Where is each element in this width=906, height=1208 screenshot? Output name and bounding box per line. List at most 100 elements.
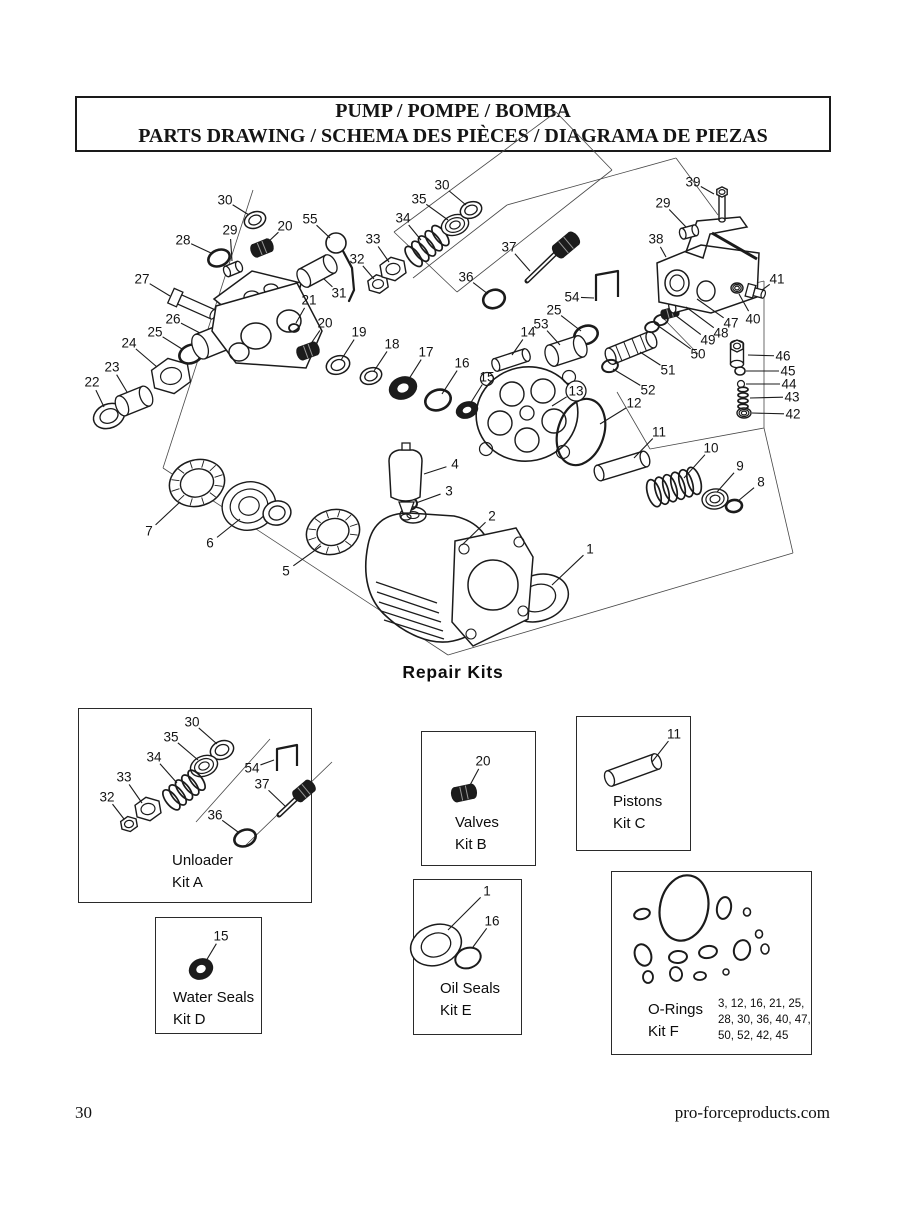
svg-text:47: 47 <box>723 316 738 331</box>
svg-text:39: 39 <box>685 175 700 190</box>
callout-17: 17 <box>406 345 434 383</box>
part-spring-49 <box>660 306 680 320</box>
callout-2: 2 <box>461 509 496 546</box>
part-washer-42 <box>736 407 752 419</box>
svg-text:18: 18 <box>384 337 399 352</box>
callout-33: 33 <box>365 232 390 263</box>
part-plate-ear <box>478 441 494 457</box>
callout-5: 5 <box>282 545 322 579</box>
svg-text:30: 30 <box>434 178 449 193</box>
svg-text:44: 44 <box>781 377 797 392</box>
part-clip-54 <box>594 269 620 301</box>
part-washer-40 <box>730 282 744 294</box>
svg-text:19: 19 <box>351 325 366 340</box>
part-handle-bar <box>711 231 758 261</box>
svg-text:51: 51 <box>660 363 675 378</box>
svg-text:14: 14 <box>520 325 536 340</box>
svg-text:12: 12 <box>626 396 641 411</box>
part-valve-20 <box>296 341 320 361</box>
callout-12: 12 <box>599 396 642 425</box>
part-head-body <box>211 282 323 369</box>
part-valve-20 <box>250 238 274 258</box>
kit-box-water-seals-d <box>155 917 262 1034</box>
callout-45: 45 <box>746 364 796 379</box>
svg-text:2: 2 <box>488 509 496 524</box>
part-o-ring-25 <box>573 324 599 346</box>
part-spring-10 <box>645 466 703 508</box>
callout-46: 46 <box>747 349 791 364</box>
part-capnut-33 <box>379 256 407 282</box>
callout-49: 49 <box>674 314 716 348</box>
part-o-ring-12 <box>555 397 607 467</box>
svg-text:36: 36 <box>458 270 473 285</box>
svg-text:27: 27 <box>134 272 149 287</box>
part-bolt-27 <box>166 287 217 320</box>
callout-35: 35 <box>411 192 449 221</box>
svg-text:37: 37 <box>501 240 516 255</box>
svg-text:29: 29 <box>655 196 670 211</box>
part-piston-14 <box>491 347 531 373</box>
part-washer-9 <box>701 488 729 510</box>
callout-36: 36 <box>458 270 489 295</box>
callout-24: 24 <box>121 336 158 368</box>
part-plug-29 <box>678 224 700 240</box>
part-plate-boss <box>499 381 525 407</box>
part-guide-48 <box>668 296 692 314</box>
kit-label-pistons: Pistons Kit C <box>613 793 663 832</box>
part-seal-15 <box>455 401 479 419</box>
callout-28: 28 <box>175 233 212 254</box>
callout-29: 29 <box>222 223 238 262</box>
callout-39: 39 <box>685 175 715 195</box>
svg-text:4: 4 <box>451 457 459 472</box>
svg-text:48: 48 <box>713 326 728 341</box>
part-valve-31 <box>296 254 338 288</box>
part-cap-22 <box>92 402 126 430</box>
part-crankcase-flange <box>451 527 534 647</box>
part-o-ring-50 <box>653 313 669 327</box>
part-manifold-port <box>664 269 690 297</box>
callout-41: 41 <box>761 272 785 291</box>
callout-48: 48 <box>685 306 729 341</box>
svg-text:34: 34 <box>395 211 411 226</box>
part-piston-pin-11 <box>593 450 651 482</box>
page-number: 30 <box>75 1103 92 1122</box>
part-ball-44 <box>736 379 746 389</box>
part-washer-19 <box>325 354 351 376</box>
callout-9: 9 <box>716 459 744 493</box>
part-crankcase-2 <box>364 512 493 643</box>
part-crankcase-boss <box>406 510 420 520</box>
svg-text:35: 35 <box>411 192 426 207</box>
part-flange-bore <box>467 559 519 611</box>
svg-text:25: 25 <box>546 303 561 318</box>
kit-box-pistons-c <box>576 716 691 851</box>
part-o-ring-25 <box>178 343 204 365</box>
part-o-ring-36 <box>481 288 507 310</box>
part-port-cylinder-26 <box>191 322 237 360</box>
callout-29: 29 <box>655 196 687 228</box>
part-thermal-valve-46 <box>729 339 745 369</box>
part-plate-boss <box>530 378 556 404</box>
title-line-1: PUMP / POMPE / BOMBA <box>335 100 571 122</box>
callout-30: 30 <box>217 193 250 216</box>
part-nut-24 <box>150 357 192 395</box>
part-flange-bolt-hole <box>465 628 477 640</box>
part-plug-29 <box>222 260 244 278</box>
callout-21: 21 <box>295 293 317 324</box>
callout-1: 1 <box>551 542 594 586</box>
callout-50: 50 <box>656 324 706 362</box>
svg-text:45: 45 <box>780 364 795 379</box>
part-flange-bolt-hole <box>517 605 529 617</box>
callout-19: 19 <box>340 325 367 361</box>
part-head-port <box>263 283 279 295</box>
callout-7: 7 <box>145 501 181 539</box>
part-thermal-valve-46-hex <box>730 339 744 353</box>
part-o-ring-52 <box>601 358 619 374</box>
repair-kits-heading: Repair Kits <box>402 662 504 682</box>
part-spring-43 <box>737 386 749 410</box>
kit-f-parts-list: 3, 12, 16, 21, 25, 28, 30, 36, 40, 47, 5… <box>718 998 811 1042</box>
part-bearing-5 <box>305 508 361 556</box>
callout-38: 38 <box>648 232 667 258</box>
part-lever-55 <box>325 232 356 303</box>
svg-text:26: 26 <box>165 312 180 327</box>
callout-52: 52 <box>612 368 656 398</box>
